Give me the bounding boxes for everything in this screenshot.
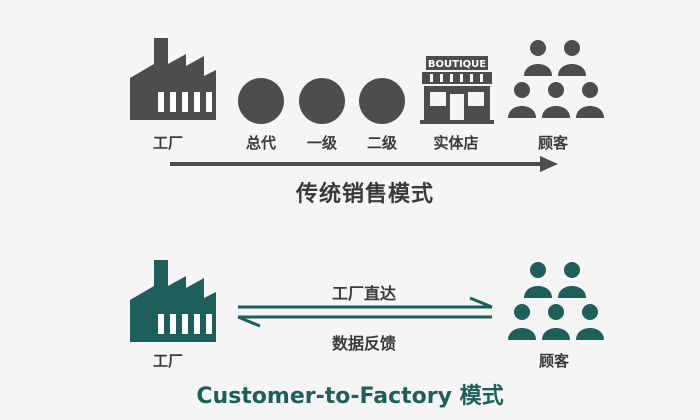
traditional-title: 传统销售模式 — [295, 182, 435, 207]
factory-icon — [130, 38, 216, 120]
node-label-level1: 一级 — [306, 134, 338, 152]
node-label-level2: 二级 — [366, 134, 398, 152]
node-label-distributor: 总代 — [245, 134, 277, 152]
node-label-customers: 顾客 — [537, 134, 569, 152]
node-label-store: 实体店 — [433, 134, 479, 152]
c2f-factory-label: 工厂 — [152, 352, 184, 370]
forward-arrow-label: 工厂直达 — [331, 284, 397, 303]
c2f-customers-label: 顾客 — [538, 352, 570, 370]
supply-chain-arrow — [170, 156, 558, 172]
backward-arrow-label: 数据反馈 — [331, 334, 397, 353]
level1-circle — [299, 78, 345, 124]
store-icon: BOUTIQUE — [420, 56, 494, 124]
node-label-factory: 工厂 — [152, 134, 184, 152]
customers-icon — [508, 40, 604, 118]
level2-circle — [359, 78, 405, 124]
store-sign-text: BOUTIQUE — [428, 59, 486, 70]
backward-arrow — [237, 315, 492, 328]
factory-icon-teal — [130, 260, 216, 342]
distributor-circle — [238, 78, 284, 124]
c2f-title: Customer-to-Factory 模式 — [196, 384, 504, 409]
customers-icon-teal — [508, 262, 604, 340]
forward-arrow — [238, 296, 493, 309]
